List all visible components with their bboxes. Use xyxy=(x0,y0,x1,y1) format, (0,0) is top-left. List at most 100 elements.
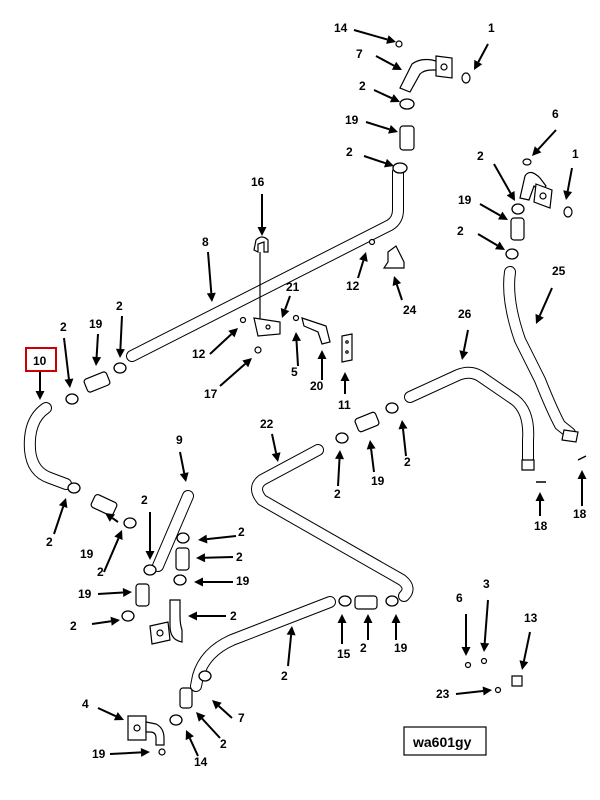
callout-2-m: 19 xyxy=(236,574,250,588)
seal-18-right xyxy=(577,455,587,461)
hose-sleeve-19-top xyxy=(399,125,415,151)
callout-2-s: 14 xyxy=(194,755,208,769)
tube-26 xyxy=(404,366,535,464)
hose-sleeve-19-mid xyxy=(354,411,380,433)
callout-19-left-stack: 19 xyxy=(78,587,92,601)
arrowhead-5 xyxy=(384,158,394,168)
callout-22: 22 xyxy=(260,417,274,431)
arrowhead-47 xyxy=(337,614,347,623)
leader-arrows xyxy=(35,29,587,757)
arrowhead-36 xyxy=(105,513,115,522)
leader-line-15 xyxy=(395,284,403,301)
leader-line-50 xyxy=(287,634,293,667)
arrowhead-24 xyxy=(242,358,252,368)
callout-2-i: 2 xyxy=(141,493,148,507)
fitting-18-left xyxy=(521,459,535,471)
bracket-21 xyxy=(253,317,281,337)
callout-12-left: 12 xyxy=(192,347,206,361)
bolt-5 xyxy=(292,314,300,322)
washer-3 xyxy=(464,661,472,669)
leader-line-21 xyxy=(295,340,299,367)
callout-19-9: 2 xyxy=(236,550,243,564)
leader-line-13 xyxy=(538,287,553,317)
leader-line-38 xyxy=(206,535,237,541)
hose-clamp-2 xyxy=(65,98,525,726)
callout-25: 25 xyxy=(552,264,566,278)
leader-line-18 xyxy=(95,333,99,358)
callout-labels: 14 7 1 2 19 2 6 2 1 19 2 16 8 25 12 24 2… xyxy=(25,21,587,769)
figure-id: wa601gy xyxy=(412,734,472,750)
arrowhead-16 xyxy=(280,308,290,318)
arrowhead-25 xyxy=(459,350,469,360)
arrowhead-35 xyxy=(58,498,68,508)
callout-2-r: 7 xyxy=(238,711,245,725)
leader-line-36 xyxy=(111,517,119,523)
callout-2-a: 2 xyxy=(359,79,366,93)
arrowhead-17 xyxy=(115,348,125,358)
arrowhead-51 xyxy=(482,686,492,696)
callout-15: 13 xyxy=(524,611,538,625)
leader-line-12 xyxy=(207,251,213,294)
leader-line-14 xyxy=(357,260,365,279)
arrowhead-23 xyxy=(340,372,350,381)
callout-2-j: 2 xyxy=(46,535,53,549)
callout-21: 21 xyxy=(286,280,300,294)
callout-19-mid: 19 xyxy=(371,474,385,488)
plug-14-top xyxy=(395,40,403,48)
arrowhead-39 xyxy=(196,553,206,563)
callout-18-left: 18 xyxy=(534,519,548,533)
arrowhead-18 xyxy=(92,356,102,366)
elbow-fitting-7-bottom xyxy=(127,715,165,746)
hose-sleeve-19-bottom xyxy=(179,687,193,709)
callout-2-h: 2 xyxy=(334,487,341,501)
elbow-fitting-7-top xyxy=(399,55,453,93)
callout-11: 11 xyxy=(338,398,351,412)
fitting-15 xyxy=(511,675,523,687)
callout-14-bottom: 19 xyxy=(92,747,106,761)
callout-2-f: 2 xyxy=(60,320,67,334)
callout-8: 8 xyxy=(202,235,209,249)
hose-sleeve-19-lower-mid xyxy=(354,595,378,610)
arrowhead-1 xyxy=(391,61,402,70)
leader-line-56 xyxy=(188,737,199,757)
arrowhead-55 xyxy=(140,748,150,757)
callout-7-bottom: 4 xyxy=(82,697,89,711)
callout-19-top: 19 xyxy=(345,113,359,127)
callout-2-c: 2 xyxy=(477,149,484,163)
bolt-12-right xyxy=(368,238,376,246)
callout-9: 9 xyxy=(176,433,183,447)
callout-20: 20 xyxy=(310,379,324,393)
arrowhead-13 xyxy=(535,313,544,324)
arrowhead-7 xyxy=(506,191,515,201)
leader-line-40 xyxy=(97,591,124,595)
arrowhead-2 xyxy=(474,59,483,70)
screw-4 xyxy=(494,686,502,694)
callout-19-left: 19 xyxy=(89,317,103,331)
leader-line-39 xyxy=(204,556,234,559)
callout-1-right: 1 xyxy=(572,147,579,161)
arrowhead-53 xyxy=(212,700,222,710)
arrowhead-27 xyxy=(271,452,281,462)
callout-10-highlighted: 10 xyxy=(33,354,47,368)
arrowhead-6 xyxy=(532,146,542,156)
callout-3: 6 xyxy=(456,591,463,605)
tube-10 xyxy=(23,402,72,490)
leader-line-1 xyxy=(375,55,395,67)
arrowhead-9 xyxy=(498,211,508,220)
callout-13: 3 xyxy=(483,577,490,591)
callout-14-top: 14 xyxy=(334,21,348,35)
callout-24: 24 xyxy=(403,303,417,317)
arrowhead-37 xyxy=(114,530,123,540)
arrowhead-0 xyxy=(386,35,396,44)
callout-2-d: 2 xyxy=(457,224,464,238)
hose-sleeve-19-left-stack xyxy=(135,583,150,607)
callout-6-bottom: 2 xyxy=(230,609,237,623)
leader-line-51 xyxy=(455,690,484,695)
callout-19-lower-left: 19 xyxy=(80,547,94,561)
callout-7-top: 7 xyxy=(356,47,363,61)
arrowhead-10 xyxy=(495,241,505,250)
nut-17 xyxy=(254,346,262,354)
callout-19-right: 19 xyxy=(458,193,472,207)
leader-line-54 xyxy=(201,717,221,739)
hose-sleeve-19-lower-left xyxy=(90,493,118,517)
